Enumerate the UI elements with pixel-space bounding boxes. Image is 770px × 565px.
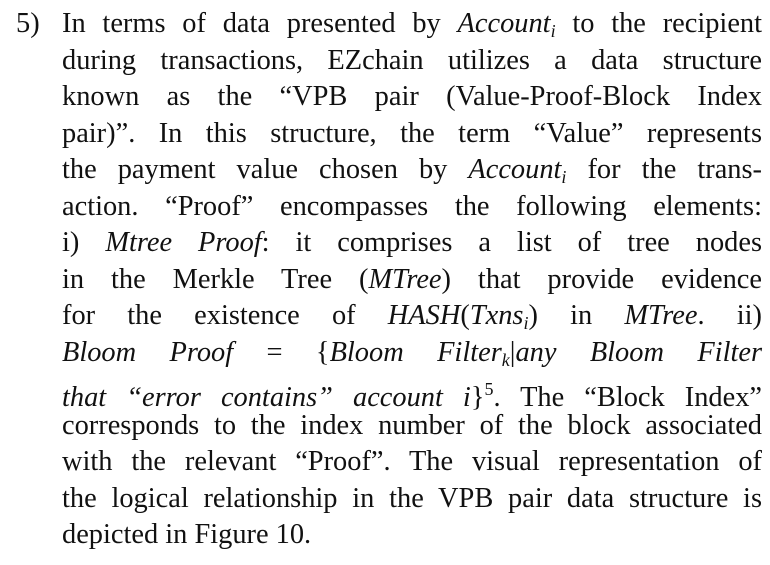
math-italic: Account [468,154,562,185]
math-italic: any Bloom Filter [515,336,762,368]
text-run: . ii) [697,300,762,331]
math-italic: Mtree Proof [105,227,262,258]
text-line: Bloom Proof = {Bloom Filterk|any Bloom F… [62,335,762,372]
text-run: for the trans- [566,154,763,185]
text-run: ) that provide evidence [441,263,762,295]
math-italic: MTree [624,300,698,331]
text-run: in [537,300,625,331]
text-line: the logical relationship in the VPB pair… [62,481,762,518]
text-line: In terms of data presented by Accounti t… [62,6,762,43]
text-run: the payment value chosen by [62,154,469,185]
text-run: in the Merkle Tree ( [62,263,369,295]
math-subscript: i [550,21,556,41]
text-run: the logical relationship in the VPB pair… [62,482,762,514]
math-subscript: k [501,349,510,370]
text-line: i) Mtree Proof: it comprises a list of t… [62,225,762,262]
text-line: corresponds to the index number of the b… [62,408,762,445]
text-run: In terms of data presented by [62,8,458,39]
math-subscript: i [523,313,529,333]
math-italic: Bloom Proof [62,336,234,368]
paragraph-body: In terms of data presented by Accounti t… [62,6,762,554]
text-run: corresponds to the index number of the b… [62,409,762,441]
math-symbol: } [470,382,485,413]
math-italic: Bloom Filter [329,336,502,368]
text-line: with the relevant “Proof”. The visual re… [62,444,762,481]
text-run: : it comprises a list of tree nodes [261,227,762,258]
text-run: depicted in Figure 10. [62,519,312,550]
text-line: in the Merkle Tree (MTree) that provide … [62,262,762,299]
text-line: depicted in Figure 10. [62,517,762,554]
math-italic: HASH [387,300,461,331]
text-run: during transactions, EZchain utilizes a … [62,44,762,76]
text-run: action. “Proof” encompasses the followin… [62,190,762,222]
text-line: for the existence of HASH(Txnsi) in MTre… [62,298,762,335]
text-run: i) [62,227,106,258]
text-line: known as the “VPB pair (Value-Proof-Bloc… [62,79,762,116]
math-subscript: i [561,167,567,187]
text-run: for the existence of [62,300,388,331]
text-run: . The “Block Index” [493,382,762,413]
footnote-marker: 5 [484,379,494,399]
math-italic: that “error contains” account i [62,382,471,413]
math-symbol: | [509,336,516,368]
math-symbol: ( [460,300,470,331]
text-line: pair)”. In this structure, the term “Val… [62,116,762,153]
text-line: that “error contains” account i}5. The “… [62,371,762,413]
text-run: pair)”. In this structure, the term “Val… [62,117,762,149]
text-line: the payment value chosen by Accounti for… [62,152,762,189]
text-line: during transactions, EZchain utilizes a … [62,43,762,80]
math-italic: Txns [469,300,524,331]
text-run: known as the “VPB pair (Value-Proof-Bloc… [62,81,762,112]
math-italic: Account [457,8,551,39]
item-marker: 5) [16,8,40,39]
text-run: with the relevant “Proof”. The visual re… [62,446,762,477]
math-symbol: ) [528,300,538,331]
text-run: to the recipient [555,8,763,39]
text-line: action. “Proof” encompasses the followin… [62,189,762,226]
math-symbol: = { [233,336,330,368]
math-italic: MTree [368,263,442,295]
